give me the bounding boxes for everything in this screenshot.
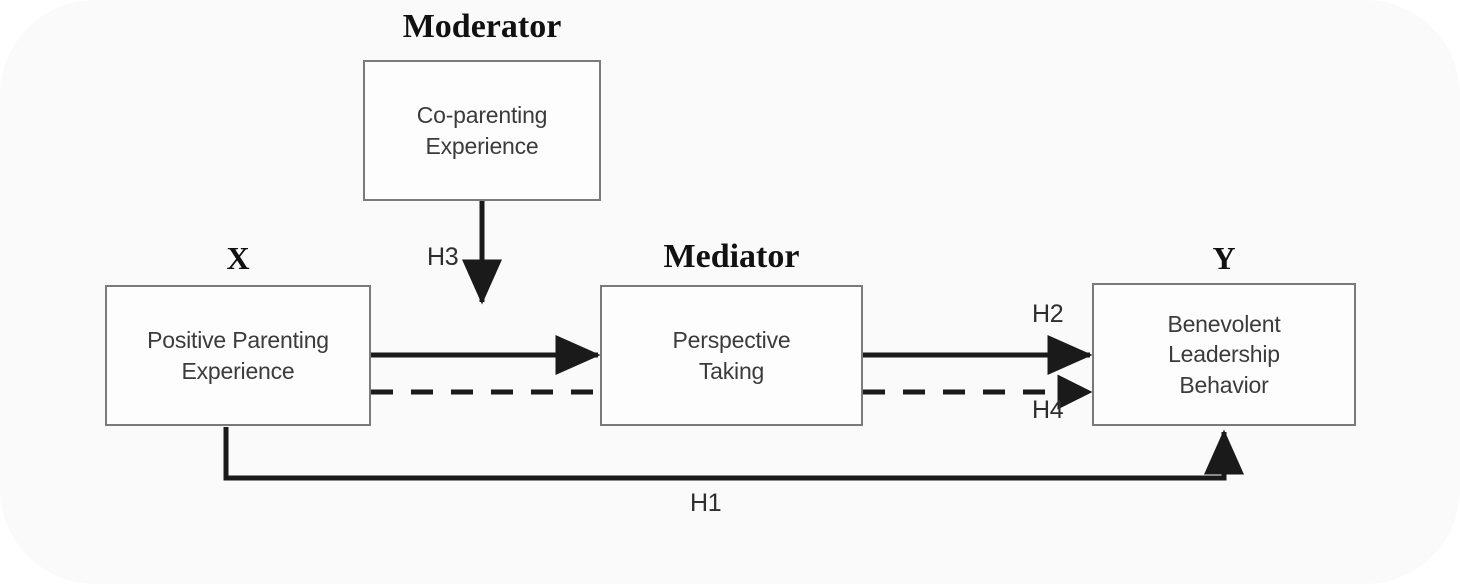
- node-box-mediator[interactable]: Perspective Taking: [600, 285, 863, 426]
- node-box-moderator[interactable]: Co-parenting Experience: [363, 60, 601, 201]
- node-label-mediator: Perspective Taking: [672, 327, 791, 384]
- hypothesis-label-h3: H3: [427, 243, 459, 271]
- role-label-x: X: [226, 240, 250, 276]
- node-label-moderator: Co-parenting Experience: [416, 102, 548, 159]
- hypothesis-label-h4: H4: [1032, 396, 1064, 424]
- role-label-y: Y: [1212, 240, 1236, 276]
- hypothesis-label-h1: H1: [690, 489, 722, 517]
- hypothesis-label-h2: H2: [1032, 300, 1064, 328]
- node-box-y[interactable]: Benevolent Leadership Behavior: [1092, 283, 1356, 426]
- role-label-mediator: Mediator: [663, 238, 800, 275]
- node-box-x[interactable]: Positive Parenting Experience: [105, 285, 371, 426]
- role-label-moderator: Moderator: [402, 8, 562, 45]
- arrow-h1-x-to-y: [223, 427, 1244, 481]
- node-label-y: Benevolent Leadership Behavior: [1167, 310, 1281, 398]
- node-label-x: Positive Parenting Experience: [147, 327, 329, 384]
